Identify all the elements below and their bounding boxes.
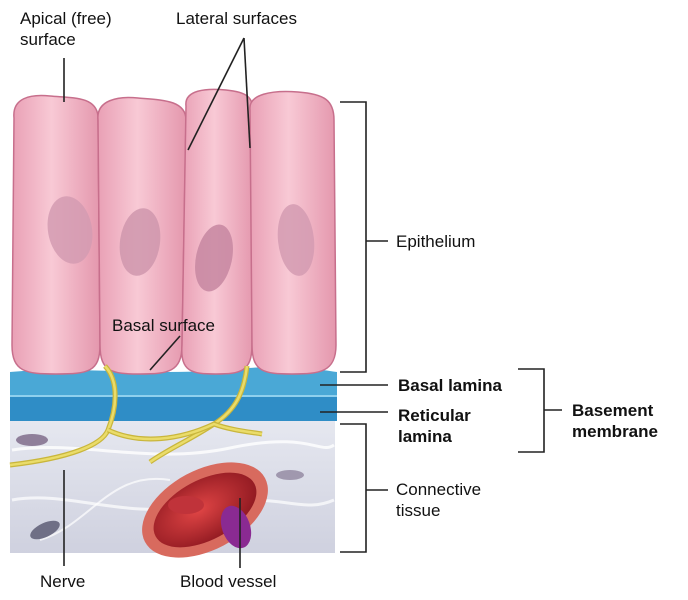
basement-membrane-bracket <box>518 369 544 452</box>
blood-cell <box>168 496 204 514</box>
basal-surface-label: Basal surface <box>112 315 215 336</box>
fibroblast <box>16 434 48 446</box>
apical-surface-label: Apical (free) surface <box>20 8 112 50</box>
connective-tissue-label: Connective tissue <box>396 479 481 521</box>
epithelium-label: Epithelium <box>396 231 475 252</box>
reticular-lamina-layer <box>10 395 337 421</box>
lateral-surfaces-label: Lateral surfaces <box>176 8 297 29</box>
reticular-lamina-label: Reticular lamina <box>398 405 471 447</box>
basement-membrane-label: Basement membrane <box>572 400 658 442</box>
basal-lamina-label: Basal lamina <box>398 375 502 396</box>
epithelium-bracket <box>340 102 366 372</box>
blood-vessel-label: Blood vessel <box>180 571 276 592</box>
nerve-label: Nerve <box>40 571 85 592</box>
connective-tissue-bracket <box>340 424 366 552</box>
fibroblast <box>276 470 304 480</box>
